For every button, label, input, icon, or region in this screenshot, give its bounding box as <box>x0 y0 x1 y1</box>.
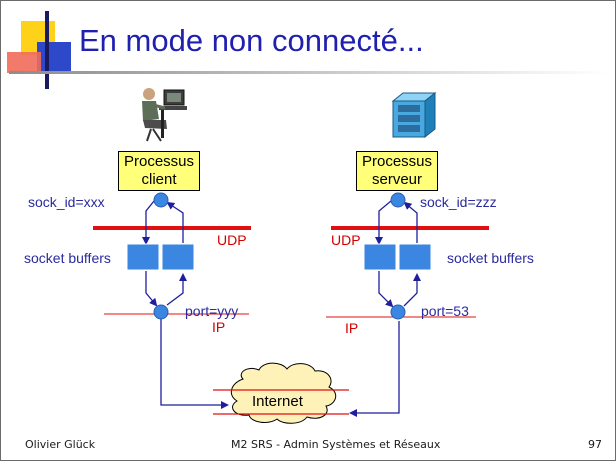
server-process-label-1: Processus <box>361 153 433 170</box>
client-buffers-label: socket buffers <box>24 250 111 266</box>
server-buffers-label: socket buffers <box>447 250 534 266</box>
client-send-buffer <box>126 243 160 271</box>
server-send-buffer <box>398 243 432 271</box>
server-socket-node <box>390 192 406 208</box>
server-recv-buffer <box>363 243 397 271</box>
client-process-box: Processus client <box>118 151 200 191</box>
client-flow-arrows <box>142 200 229 409</box>
footer-course: M2 SRS - Admin Systèmes et Réseaux <box>231 438 441 451</box>
server-process-label-2: serveur <box>371 171 423 188</box>
client-socket-node <box>153 192 169 208</box>
server-ip-label: IP <box>345 320 359 336</box>
footer-page-number: 97 <box>588 438 602 451</box>
client-port-label: port=yyy <box>185 303 239 319</box>
client-process-label-2: client <box>141 171 177 188</box>
server-port-label: port=53 <box>421 303 469 319</box>
slide-title: En mode non connecté... <box>79 23 424 58</box>
client-recv-buffer <box>161 243 195 271</box>
server-sock-id-label: sock_id=zzz <box>420 194 497 210</box>
internet-label: Internet <box>252 393 303 410</box>
workstation-user-icon <box>142 88 187 142</box>
client-sock-id-label: sock_id=xxx <box>28 194 105 210</box>
server-process-box: Processus serveur <box>356 151 438 191</box>
server-port-node <box>390 304 406 320</box>
server-udp-label: UDP <box>331 232 361 248</box>
client-ip-label: IP <box>212 319 226 335</box>
server-tower-icon <box>391 91 437 139</box>
client-port-node <box>153 304 169 320</box>
title-decoration <box>7 11 609 89</box>
client-udp-label: UDP <box>217 232 247 248</box>
client-process-label-1: Processus <box>123 153 195 170</box>
footer-author: Olivier Glück <box>25 438 96 451</box>
server-flow-arrows <box>349 200 421 417</box>
